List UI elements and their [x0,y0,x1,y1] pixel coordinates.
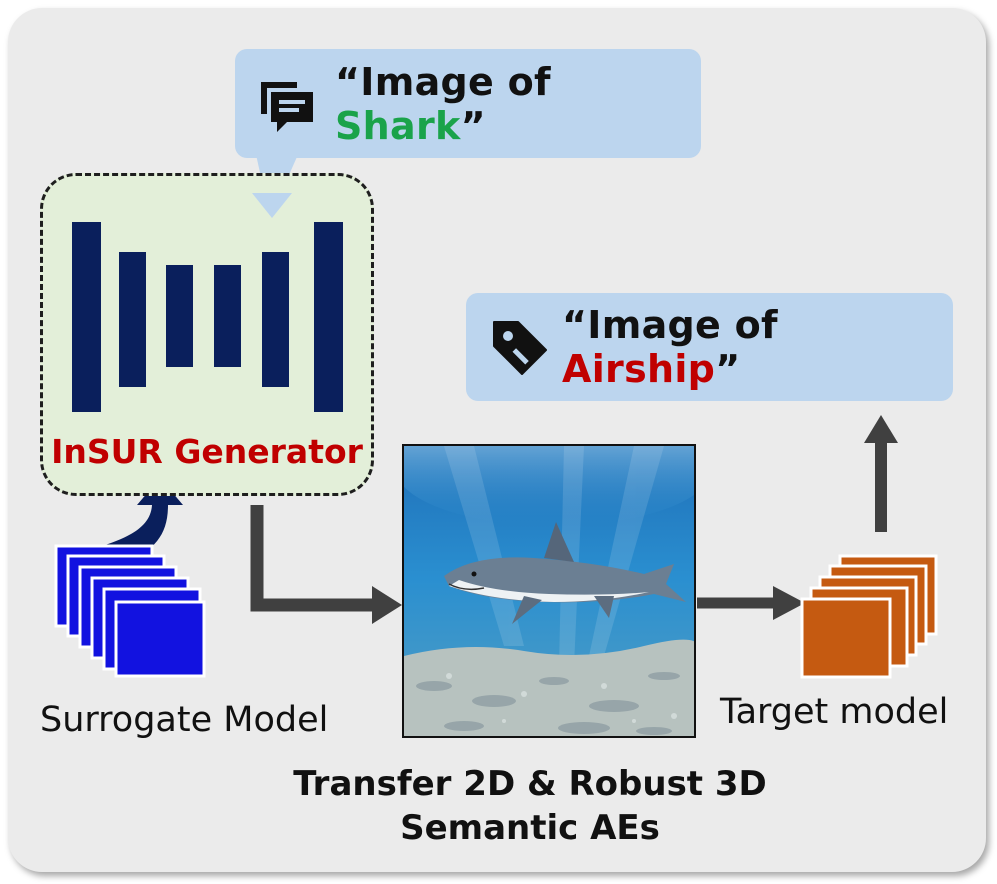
target-model-label: Target model [720,692,949,732]
prompt-text: “Image of Shark” [335,59,551,148]
caption-line-2: Semantic AEs [400,808,660,848]
generator-to-image-arrow [250,505,378,612]
arrowhead-up [864,415,898,443]
target-output-highlight: Airship [562,347,716,391]
generator-title: InSUR Generator [51,432,363,471]
target-output-text: “Image of Airship” [562,303,778,391]
arrowhead-right-2 [773,586,805,620]
surrogate-model-stack-icon [54,544,206,678]
arrowhead-right-1 [372,586,402,624]
surrogate-model-label: Surrogate Model [40,700,329,740]
prompt-bubble: “Image of Shark” [235,49,701,158]
figure-caption: Transfer 2D & Robust 3D Semantic AEs [200,762,860,850]
prompt-highlight: Shark [335,103,461,148]
target-model-stack-icon [800,554,938,679]
shark-photo [402,444,696,738]
tag-label-icon [488,316,550,378]
target-output-bubble: “Image of Airship” [466,293,953,401]
caption-line-1: Transfer 2D & Robust 3D [293,764,767,804]
chat-message-icon [257,74,317,134]
